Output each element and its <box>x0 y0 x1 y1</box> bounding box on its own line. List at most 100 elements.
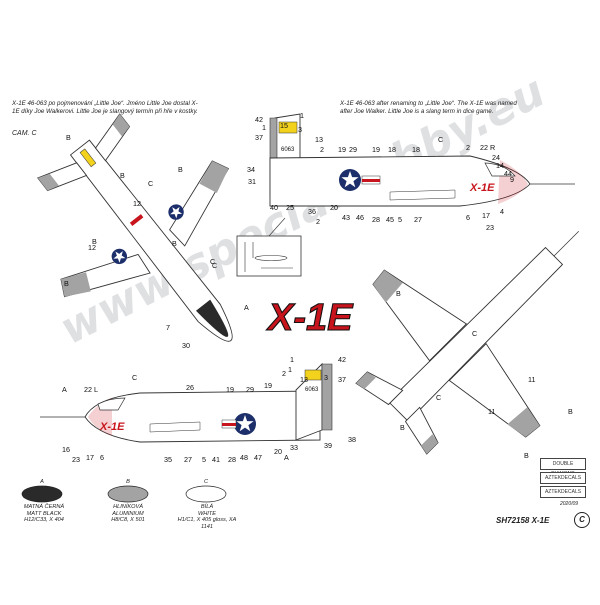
caption-cz: X-1E 46-063 po pojmenování „Little Joe“.… <box>12 100 198 115</box>
left-side-callout: 37 <box>338 375 346 384</box>
legend-a-line1: MATNÁ ČERNÁ <box>23 504 65 510</box>
right-side-callout: 18 <box>412 145 420 154</box>
right-side-callout: 37 <box>255 133 263 142</box>
copyright-letter: C <box>579 515 585 524</box>
copyright-mark: C <box>574 512 590 528</box>
right-side-view: 6063 X-1E <box>269 113 575 207</box>
left-side-callout: 2 <box>282 369 286 378</box>
top-view-callout: C <box>148 179 153 188</box>
bottom-view-callout: 11 <box>528 375 535 384</box>
right-side-callout: 19 <box>372 145 380 154</box>
left-side-callout: 42 <box>338 355 346 364</box>
detail-inset <box>236 217 302 277</box>
legend-text-b: HLINÍKOVÁ ALUMINIUM H8/C8, X 501 <box>100 504 156 524</box>
bottom-view-callout: B <box>400 423 405 432</box>
top-view-callout: B <box>178 165 183 174</box>
left-side-callout: 29 <box>246 385 254 394</box>
right-side-callout: 1 <box>300 111 304 120</box>
legend-b-line3: H8/C8, X 501 <box>111 517 145 524</box>
right-side-callout: 2 <box>316 217 320 226</box>
legend-c-line3: H1/C1, X 405 gloss, XA 1141 <box>177 517 237 530</box>
left-side-callout: 23 <box>72 455 80 464</box>
legend-c-line1: BÍLÁ <box>200 504 214 510</box>
left-side-callout: 19 <box>226 385 234 394</box>
right-side-callout: 6 <box>466 213 470 222</box>
badge-aztek-1: AZTEKDECALS <box>540 472 586 484</box>
top-view-callout: C <box>210 257 215 266</box>
right-side-callout: 34 <box>247 165 255 174</box>
badge-aztek-2: AZTEKDECALS <box>540 486 586 498</box>
legend-letter-b: B <box>126 479 130 485</box>
right-side-callout: 4 <box>500 207 504 216</box>
left-side-callout: 13 <box>300 375 308 384</box>
left-side-callout: 16 <box>62 445 70 454</box>
right-side-callout: 15 <box>280 121 288 130</box>
legend-text-c: BÍLÁ WHITE H1/C1, X 405 gloss, XA 1141 <box>172 504 242 530</box>
top-view-callout: 12 <box>133 199 141 208</box>
right-side-callout: 23 <box>486 223 494 232</box>
caption-en: X-1E 46-063 after renaming to „Little Jo… <box>340 100 517 115</box>
right-side-callout: 44 <box>504 169 512 178</box>
right-side-callout: 28 <box>372 215 380 224</box>
left-side-callout: 28 <box>228 455 236 464</box>
left-side-callout: 26 <box>186 383 194 392</box>
top-view-callout: B <box>64 279 69 288</box>
left-side-callout: 19 <box>264 381 272 390</box>
left-side-callout: 5 <box>202 455 206 464</box>
tail-serial-left: 6063 <box>305 387 319 393</box>
bottom-view-callout: B <box>396 289 401 298</box>
top-view-callout: A <box>244 303 249 312</box>
legend-swatch-c <box>185 485 227 503</box>
right-side-callout: 3 <box>298 125 302 134</box>
left-side-callout: 38 <box>348 435 356 444</box>
legend-a-line2: MATT BLACK <box>26 510 62 517</box>
left-side-callout: 47 <box>254 453 262 462</box>
legend <box>21 485 227 503</box>
right-side-callout: 2 <box>466 143 470 152</box>
right-side-callout: 22 R <box>480 143 495 152</box>
right-side-callout: 13 <box>315 135 323 144</box>
top-view-callout: 30 <box>182 341 190 350</box>
legend-swatch-a <box>21 485 63 503</box>
right-side-callout: 9 <box>510 175 514 184</box>
right-side-callout: 17 <box>482 211 490 220</box>
right-side-callout: 2 <box>320 145 324 154</box>
small-print: 2020/09 <box>560 501 579 507</box>
bottom-view-callout: B <box>568 407 573 416</box>
left-side-callout: 39 <box>324 441 332 450</box>
bottom-view <box>355 231 579 455</box>
badge-double-diamond: DOUBLE DIAMOND <box>540 458 586 477</box>
top-view-callout: B <box>172 239 177 248</box>
left-side-callout: A <box>284 453 289 462</box>
left-side-callout: 48 <box>240 453 248 462</box>
legend-c-line2: WHITE <box>197 510 217 517</box>
tail-serial: 6063 <box>281 147 295 153</box>
right-side-callout: 36 <box>308 207 316 216</box>
left-side-callout: 27 <box>184 455 192 464</box>
left-side-callout: 3 <box>324 373 328 382</box>
right-side-callout: 14 <box>496 161 504 170</box>
legend-text-a: MATNÁ ČERNÁ MATT BLACK H12/C33, X 404 <box>16 504 72 524</box>
right-side-callout: 31 <box>248 177 256 186</box>
top-view-callout: 7 <box>166 323 170 332</box>
product-code: SH72158 X-1E <box>496 516 550 525</box>
right-side-callout: 29 <box>349 145 357 154</box>
right-side-callout: 20 <box>330 203 338 212</box>
right-side-callout: 45 <box>386 215 394 224</box>
cam-label: CAM. C <box>12 130 37 137</box>
right-side-callout: 18 <box>388 145 396 154</box>
left-side-callout: 20 <box>274 447 282 456</box>
title-logo: X-1E <box>266 297 354 339</box>
right-side-callout: 27 <box>414 215 422 224</box>
bottom-view-callout: 11 <box>488 407 495 416</box>
left-side-callout: C <box>132 373 137 382</box>
legend-swatch-b <box>107 485 149 503</box>
top-view-callout: B <box>120 171 125 180</box>
top-view <box>37 113 233 342</box>
right-side-callout: 43 <box>342 213 350 222</box>
left-side-callout: 33 <box>290 443 298 452</box>
legend-b-line1: HLINÍKOVÁ <box>113 504 143 510</box>
left-side-callout: A <box>62 385 67 394</box>
legend-b-line2: ALUMINIUM <box>112 510 144 517</box>
